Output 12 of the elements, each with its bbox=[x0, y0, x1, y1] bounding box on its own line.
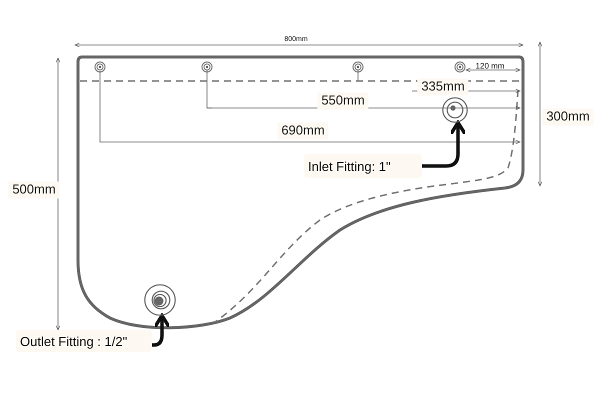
dimension-label: 550mm bbox=[317, 92, 369, 110]
dimension-label: 335mm bbox=[417, 78, 469, 96]
leader-arrow bbox=[152, 314, 171, 347]
dimension-label: 300mm bbox=[542, 108, 594, 126]
callout-label: Outlet Fitting : 1/2" bbox=[16, 330, 152, 352]
dimension-label: 120 mm bbox=[476, 61, 504, 71]
fitting-icon bbox=[442, 97, 468, 123]
dimension-label: 690mm bbox=[277, 122, 329, 140]
dimension-label: 500mm bbox=[8, 182, 60, 198]
callout-label: Inlet Fitting: 1" bbox=[304, 154, 422, 178]
leader-arrow bbox=[422, 120, 467, 168]
fitting-icon bbox=[144, 284, 176, 316]
